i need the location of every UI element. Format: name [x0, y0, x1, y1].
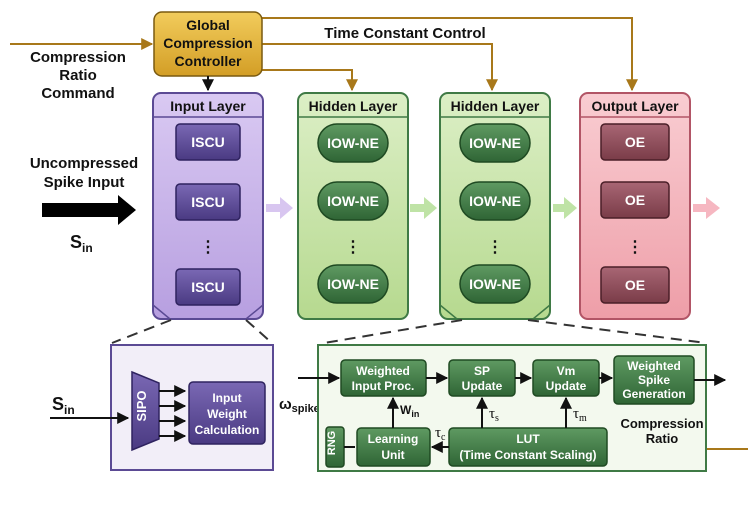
svg-text:Input: Input [212, 391, 241, 405]
svg-text:OE: OE [625, 192, 645, 208]
iscu-unit: ISCU [175, 183, 241, 221]
zoom-lines [111, 319, 707, 344]
arrow-hidden-to-output [553, 197, 577, 219]
weighted-input-proc-block: Weighted Input Proc. [340, 359, 427, 397]
controller-label-2: Compression [163, 35, 252, 51]
neuron-flow-arrows [344, 372, 614, 453]
neuron-detail-panel: Weighted Input Proc. SP Update Vm Update… [317, 344, 707, 472]
global-compression-controller: Global Compression Controller [153, 11, 263, 77]
svg-text:Compression: Compression [620, 416, 703, 431]
svg-text:IOW-NE: IOW-NE [469, 193, 521, 209]
input-layer-title: Input Layer [170, 98, 246, 114]
output-layer: Output Layer OE OE ⋮ OE [579, 92, 691, 320]
svg-text:Spike: Spike [638, 373, 670, 387]
arrow-hidden-to-hidden [410, 197, 437, 219]
svg-text:Command: Command [41, 85, 114, 102]
controller-label-1: Global [186, 17, 230, 33]
input-big-arrow [42, 195, 136, 225]
hidden-layer-2-ellipsis: ⋮ [487, 239, 503, 256]
w-in-label: Win [400, 403, 419, 419]
svg-text:Weight: Weight [207, 407, 247, 421]
input-layer: Input Layer ISCU ISCU ⋮ ISCU [152, 92, 264, 320]
input-layer-ellipsis: ⋮ [200, 239, 216, 256]
svg-text:IOW-NE: IOW-NE [327, 276, 379, 292]
svg-text:Vm: Vm [557, 364, 576, 378]
svg-text:Update: Update [546, 379, 587, 393]
hidden-layer-1-title: Hidden Layer [309, 98, 398, 114]
uncompressed-spike-input-label: Uncompressed Spike Input [30, 155, 138, 191]
oe-unit: OE [600, 266, 670, 304]
hidden-layer-1-ellipsis: ⋮ [345, 239, 361, 256]
time-constant-control-label: Time Constant Control [324, 25, 485, 42]
hidden-layer-2: Hidden Layer IOW-NE IOW-NE ⋮ IOW-NE [439, 92, 551, 320]
rng-block: RNG [325, 426, 345, 468]
arrow-output [693, 197, 720, 219]
svg-text:Calculation: Calculation [195, 423, 260, 437]
tau-c-label: τc [435, 425, 446, 443]
svg-text:LUT: LUT [516, 432, 540, 446]
s-in-label: Sin [70, 232, 93, 255]
svg-text:OE: OE [625, 134, 645, 150]
svg-text:Ratio: Ratio [646, 431, 679, 446]
svg-text:IOW-NE: IOW-NE [327, 135, 379, 151]
svg-text:Spike Input: Spike Input [44, 174, 125, 191]
sipo-block [131, 370, 160, 452]
weighted-spike-generation-block: Weighted Spike Generation [613, 355, 695, 405]
svg-text:Learning: Learning [368, 432, 419, 446]
iscu-unit: ISCU [175, 123, 241, 161]
output-layer-title: Output Layer [591, 98, 679, 114]
svg-text:Input Proc.: Input Proc. [352, 379, 415, 393]
svg-text:Unit: Unit [381, 448, 404, 462]
iow-ne-unit: IOW-NE [317, 123, 389, 163]
detail-s-in-label: Sin [52, 394, 75, 417]
iow-ne-unit: IOW-NE [459, 264, 531, 304]
hidden-layer-1: Hidden Layer IOW-NE IOW-NE ⋮ IOW-NE [297, 92, 409, 320]
compression-ratio-label: Compression Ratio [620, 416, 703, 446]
tau-m-label: τm [573, 406, 587, 424]
input-weight-calculation-block: Input Weight Calculation [188, 381, 266, 445]
svg-text:Update: Update [462, 379, 503, 393]
sipo-label: SIPO [134, 390, 149, 421]
lut-block: LUT (Time Constant Scaling) [448, 427, 608, 467]
svg-text:IOW-NE: IOW-NE [469, 135, 521, 151]
sp-update-block: SP Update [448, 359, 516, 397]
iscu-detail-panel: SIPO Input Weight Calculation [110, 344, 274, 471]
learning-unit-block: Learning Unit [356, 427, 431, 467]
hidden-layer-2-title: Hidden Layer [451, 98, 540, 114]
oe-unit: OE [600, 123, 670, 161]
arrow-input-to-hidden [266, 197, 293, 219]
svg-text:ISCU: ISCU [191, 134, 224, 150]
svg-text:Weighted: Weighted [627, 359, 681, 373]
svg-text:OE: OE [625, 277, 645, 293]
svg-text:Uncompressed: Uncompressed [30, 155, 138, 172]
svg-text:IOW-NE: IOW-NE [327, 193, 379, 209]
iscu-unit: ISCU [175, 268, 241, 306]
oe-unit: OE [600, 181, 670, 219]
svg-text:SP: SP [474, 364, 490, 378]
svg-text:Compression: Compression [30, 49, 126, 66]
vm-update-block: Vm Update [532, 359, 600, 397]
iow-ne-unit: IOW-NE [317, 264, 389, 304]
iow-ne-unit: IOW-NE [317, 181, 389, 221]
iow-ne-unit: IOW-NE [459, 181, 531, 221]
compression-ratio-command-label: Compression Ratio Command [30, 49, 126, 102]
iow-ne-unit: IOW-NE [459, 123, 531, 163]
output-layer-ellipsis: ⋮ [627, 239, 643, 256]
controller-label-3: Controller [175, 53, 242, 69]
svg-text:ISCU: ISCU [191, 279, 224, 295]
svg-text:ISCU: ISCU [191, 194, 224, 210]
omega-spike-label: ωspike [279, 396, 320, 415]
svg-text:(Time Constant Scaling): (Time Constant Scaling) [459, 448, 596, 462]
tau-s-label: τs [489, 406, 499, 424]
svg-text:RNG: RNG [326, 431, 338, 455]
svg-text:IOW-NE: IOW-NE [469, 276, 521, 292]
svg-text:Weighted: Weighted [356, 364, 410, 378]
svg-text:Generation: Generation [622, 387, 685, 401]
svg-text:Ratio: Ratio [59, 67, 97, 84]
